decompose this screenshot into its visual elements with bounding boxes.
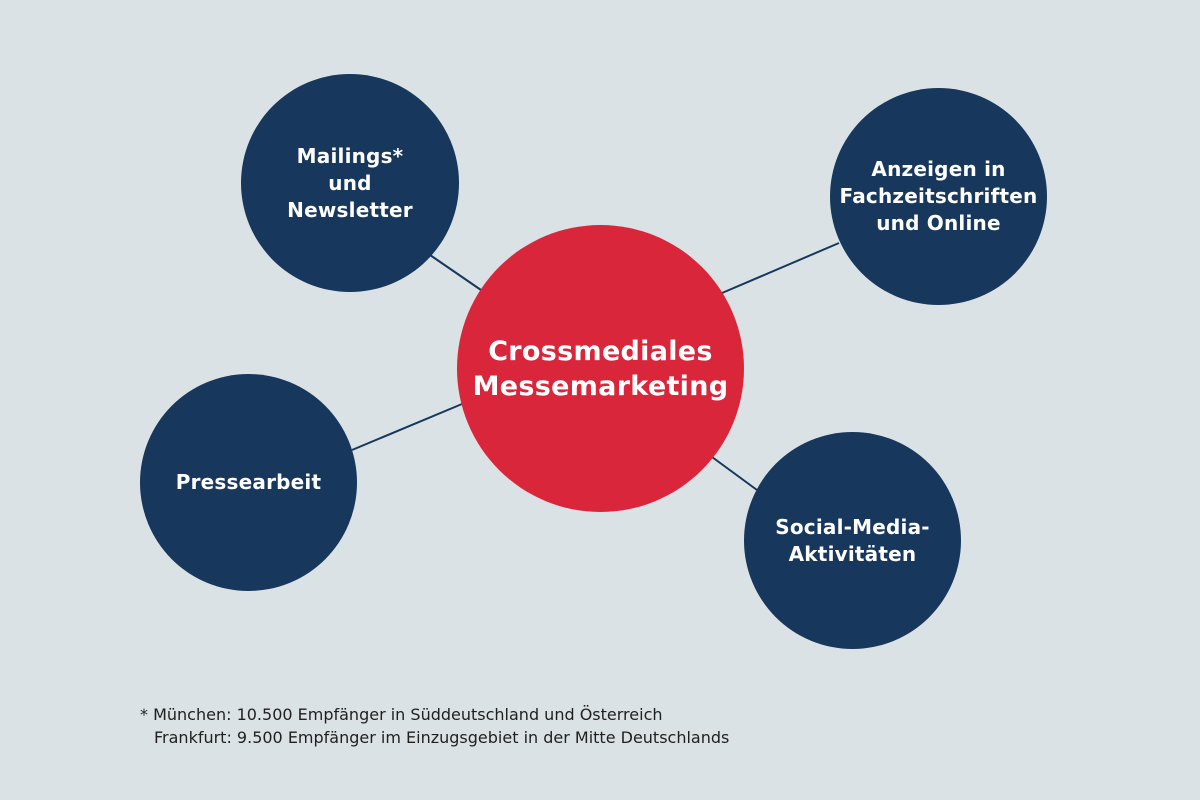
node-center: Crossmediales Messemarketing [457, 225, 744, 512]
node-anzeigen: Anzeigen in Fachzeitschriften und Online [830, 88, 1047, 305]
node-center-label: Crossmediales Messemarketing [472, 335, 729, 402]
connector-presse [351, 403, 463, 451]
node-presse-label: Pressearbeit [175, 470, 322, 494]
node-mailings-label: Mailings* und Newsletter [287, 143, 413, 222]
footnote-line-2: Frankfurt: 9.500 Empfänger im Einzugsgeb… [154, 728, 730, 747]
node-presse: Pressearbeit [140, 374, 357, 591]
connector-anzeigen [721, 242, 840, 294]
node-anzeigen-label: Anzeigen in Fachzeitschriften und Online [839, 157, 1038, 235]
footnote: * München: 10.500 Empfänger in Süddeutsc… [140, 703, 729, 749]
connector-social [711, 456, 758, 491]
footnote-line-1: * München: 10.500 Empfänger in Süddeutsc… [140, 705, 663, 724]
node-mailings: Mailings* und Newsletter [241, 74, 459, 292]
connector-mailings [429, 254, 482, 291]
node-social-label: Social-Media- Aktivitäten [775, 514, 930, 566]
node-social: Social-Media- Aktivitäten [744, 432, 961, 649]
